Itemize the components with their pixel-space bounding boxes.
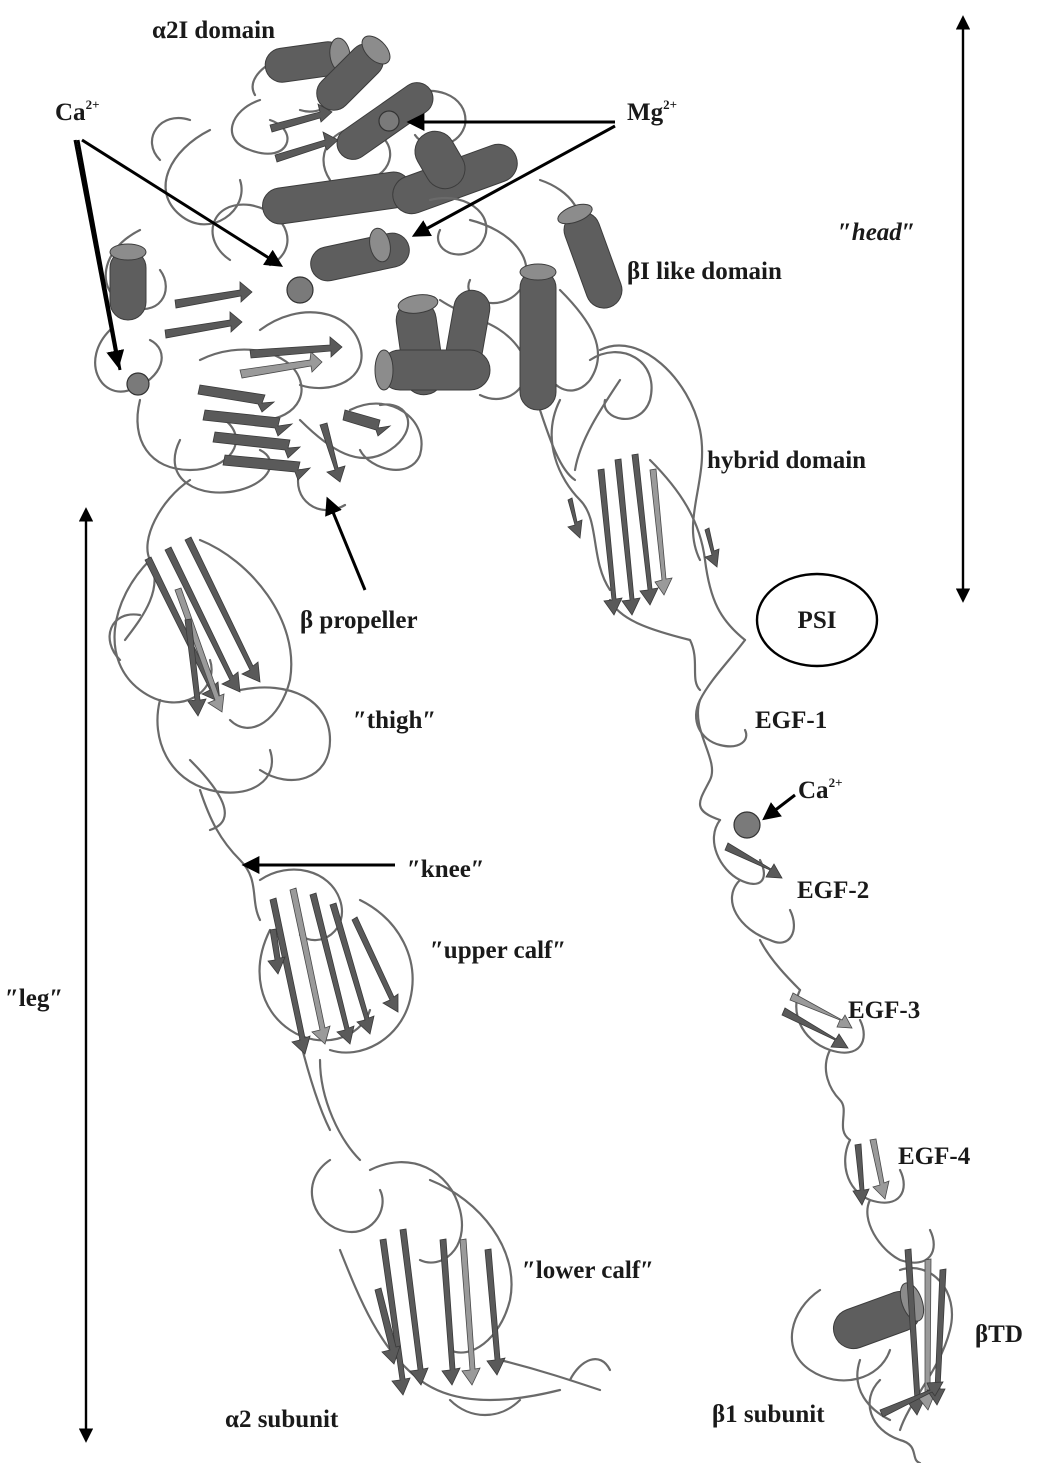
label-ca-top: Ca2+ [55, 97, 99, 126]
ca-ion-head [287, 277, 313, 303]
label-psi: PSI [798, 607, 837, 634]
ca-ion-egf [734, 812, 760, 838]
label-mg: Mg2+ [627, 97, 677, 126]
label-egf4: EGF-4 [898, 1143, 971, 1170]
annotation-arrows [75, 122, 795, 865]
label-leg: ″leg″ [5, 985, 63, 1012]
alpha2-head-structure [95, 31, 522, 510]
label-b-propeller: β propeller [300, 607, 418, 634]
label-egf3: EGF-3 [848, 997, 920, 1024]
label-a2i-domain: α2I domain [152, 17, 275, 44]
label-thigh: ″thigh″ [353, 707, 436, 734]
label-hybrid-domain: hybrid domain [707, 447, 866, 474]
label-b1-subunit: β1 subunit [712, 1401, 825, 1428]
label-btd: βTD [975, 1321, 1023, 1348]
label-upper-calf: ″upper calf″ [430, 937, 566, 964]
label-knee: ″knee″ [407, 856, 485, 883]
alpha2i-helices [110, 31, 523, 320]
label-head: ″head″ [838, 219, 916, 246]
mg-ion-top [379, 111, 399, 131]
beta1-head-structure [375, 180, 745, 690]
label-lower-calf: ″lower calf″ [522, 1257, 654, 1284]
ca-ion-propeller [127, 373, 149, 395]
label-a2-subunit: α2 subunit [225, 1406, 339, 1433]
label-egf2: EGF-2 [797, 877, 869, 904]
label-ca-mid: Ca2+ [798, 775, 842, 804]
label-bi-like-domain: βI like domain [627, 258, 782, 285]
hybrid-domain-strands [568, 454, 719, 615]
beta1-leg-structure [696, 640, 952, 1463]
label-egf1: EGF-1 [755, 707, 827, 734]
